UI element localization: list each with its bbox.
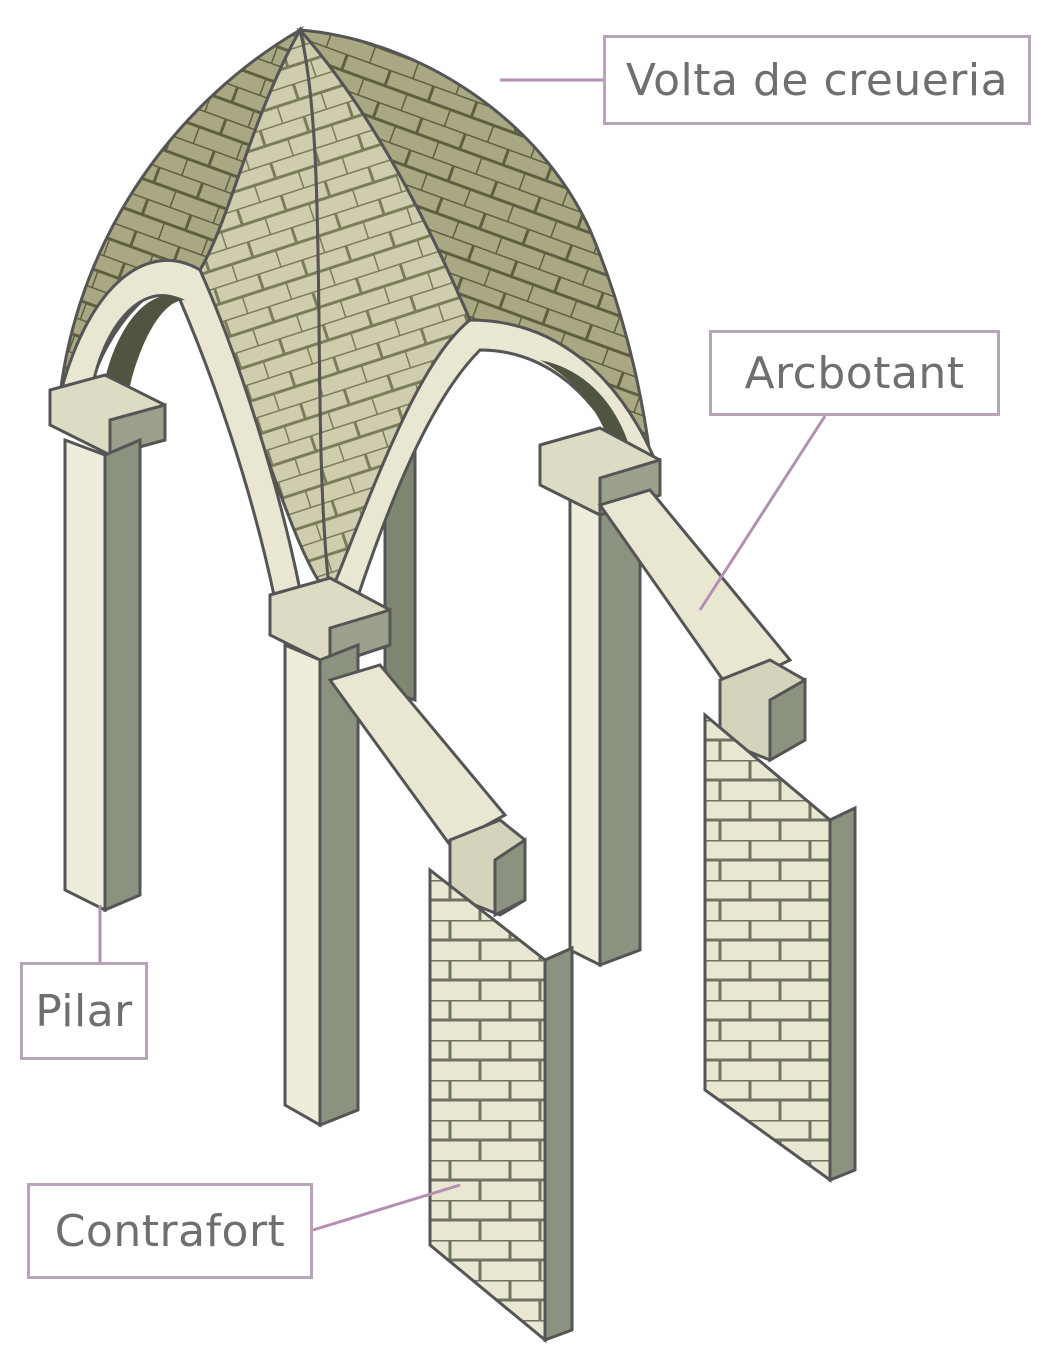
pillar-front-left	[65, 440, 140, 910]
label-pilar: Pilar	[20, 962, 148, 1060]
buttress-wall-left	[430, 870, 572, 1340]
leader-arcbotant	[700, 416, 825, 610]
label-volta-de-creueria: Volta de creueria	[603, 35, 1031, 125]
label-arcbotant: Arcbotant	[709, 330, 1000, 416]
label-contrafort: Contrafort	[27, 1183, 313, 1279]
pillar-front-middle	[285, 645, 358, 1125]
rib-vault	[60, 30, 655, 605]
buttress-wall-right	[705, 715, 855, 1180]
